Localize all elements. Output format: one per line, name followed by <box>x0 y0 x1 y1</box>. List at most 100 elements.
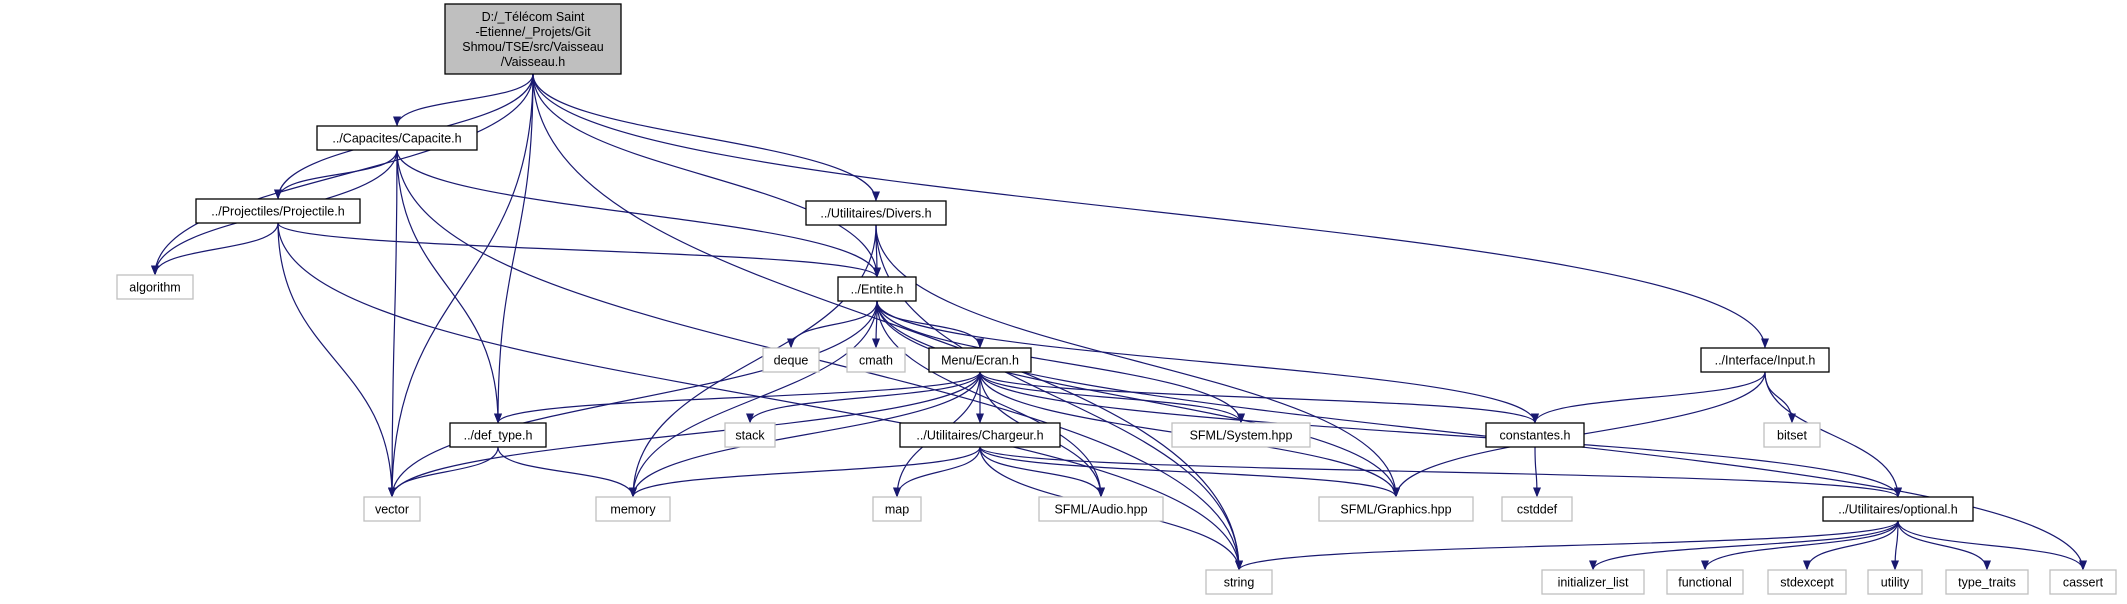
node-algorithm: algorithm <box>116 274 194 300</box>
node-map-label: map <box>885 502 909 516</box>
edge-divers-to-graphics <box>875 224 1400 498</box>
edge-optional-to-initializer_list <box>1589 520 1899 571</box>
node-capacite-label: ../Capacites/Capacite.h <box>332 131 461 145</box>
node-audio-box <box>1038 496 1164 522</box>
node-projectile-box <box>195 198 361 224</box>
edge-divers-to-memory <box>629 224 877 498</box>
edge-menu-to-constantes <box>979 371 1539 424</box>
node-input-label: ../Interface/Input.h <box>1715 353 1816 367</box>
node-map: map <box>872 496 922 522</box>
edge-optional-to-type_traits <box>1897 520 1991 571</box>
node-algorithm-label: algorithm <box>129 280 180 294</box>
node-capacite[interactable]: ../Capacites/Capacite.h <box>316 125 478 151</box>
node-cassert: cassert <box>2049 569 2117 595</box>
node-optional[interactable]: ../Utilitaires/optional.h <box>1822 496 1974 522</box>
edge-projectile-to-vector <box>277 222 396 498</box>
edge-menu-to-optional <box>979 371 1902 498</box>
node-optional-box <box>1822 496 1974 522</box>
node-bitset-box <box>1763 422 1821 448</box>
edge-input-to-optional <box>1764 371 1902 498</box>
node-deftype-box <box>449 422 547 448</box>
node-bitset: bitset <box>1763 422 1821 448</box>
node-vector-box <box>363 496 421 522</box>
node-deque-box <box>762 347 820 373</box>
node-memory-label: memory <box>610 502 656 516</box>
edge-input-to-constantes <box>1531 371 1766 424</box>
edge-constantes-to-cstddef <box>1532 446 1541 498</box>
edge-projectile-to-algorithm <box>151 222 279 276</box>
edge-entite-to-constantes <box>876 300 1539 424</box>
node-chargeur[interactable]: ../Utilitaires/Chargeur.h <box>899 422 1061 448</box>
node-vector: vector <box>363 496 421 522</box>
edge-menu-to-system <box>979 371 1245 424</box>
node-graphics-label: SFML/Graphics.hpp <box>1340 502 1451 516</box>
node-stack-box <box>724 422 776 448</box>
node-memory-box <box>595 496 671 522</box>
node-audio: SFML/Audio.hpp <box>1038 496 1164 522</box>
node-utility-box <box>1867 569 1923 595</box>
node-root-label: /Vaisseau.h <box>501 55 565 69</box>
node-projectile[interactable]: ../Projectiles/Projectile.h <box>195 198 361 224</box>
node-system-box <box>1171 422 1311 448</box>
node-divers-label: ../Utilitaires/Divers.h <box>820 206 931 220</box>
node-cmath-label: cmath <box>859 353 893 367</box>
node-graphics-box <box>1318 496 1474 522</box>
edges-layer <box>151 73 2087 571</box>
node-functional: functional <box>1666 569 1744 595</box>
node-audio-label: SFML/Audio.hpp <box>1054 502 1147 516</box>
node-chargeur-box <box>899 422 1061 448</box>
edge-optional-to-utility <box>1891 520 1900 571</box>
node-initializer_list-label: initializer_list <box>1558 575 1629 589</box>
edge-chargeur-to-audio <box>979 446 1105 498</box>
node-utility: utility <box>1867 569 1923 595</box>
edge-root-to-algorithm <box>151 73 534 276</box>
node-root-label: Shmou/TSE/src/Vaisseau <box>462 40 604 54</box>
edge-root-to-input <box>532 73 1769 349</box>
node-stdexcept-label: stdexcept <box>1780 575 1834 589</box>
node-cmath: cmath <box>846 347 906 373</box>
nodes-layer: D:/_Télécom Saint-Etienne/_Projets/GitSh… <box>116 3 2117 595</box>
edge-chargeur-to-map <box>893 446 981 498</box>
node-chargeur-label: ../Utilitaires/Chargeur.h <box>916 428 1043 442</box>
edge-entite-to-system <box>876 300 1245 424</box>
node-functional-label: functional <box>1678 575 1732 589</box>
edge-menu-to-vector <box>388 371 981 498</box>
node-cstddef-label: cstddef <box>1517 502 1558 516</box>
node-entite-label: ../Entite.h <box>851 282 904 296</box>
edge-root-to-deftype <box>494 73 534 424</box>
node-deftype[interactable]: ../def_type.h <box>449 422 547 448</box>
node-capacite-box <box>316 125 478 151</box>
node-input-box <box>1700 347 1830 373</box>
node-root[interactable]: D:/_Télécom Saint-Etienne/_Projets/GitSh… <box>444 3 622 75</box>
edge-deftype-to-vector <box>388 446 499 498</box>
edge-entite-to-memory <box>629 300 878 498</box>
node-menu-box <box>928 347 1032 373</box>
node-constantes[interactable]: constantes.h <box>1485 422 1585 448</box>
node-menu[interactable]: Menu/Ecran.h <box>928 347 1032 373</box>
edge-root-to-vector <box>388 73 534 498</box>
node-divers[interactable]: ../Utilitaires/Divers.h <box>805 200 947 226</box>
node-root-box <box>444 3 622 75</box>
node-input[interactable]: ../Interface/Input.h <box>1700 347 1830 373</box>
node-cstddef-box <box>1501 496 1573 522</box>
edge-capacite-to-entite <box>396 149 881 278</box>
node-cstddef: cstddef <box>1501 496 1573 522</box>
node-memory: memory <box>595 496 671 522</box>
edge-chargeur-to-optional <box>979 446 1902 498</box>
node-type_traits-box <box>1945 569 2029 595</box>
node-system: SFML/System.hpp <box>1171 422 1311 448</box>
edge-deftype-to-memory <box>497 446 637 498</box>
node-system-label: SFML/System.hpp <box>1190 428 1293 442</box>
node-deque-label: deque <box>774 353 809 367</box>
node-divers-box <box>805 200 947 226</box>
node-utility-label: utility <box>1881 575 1910 589</box>
edge-optional-to-stdexcept <box>1803 520 1899 571</box>
node-entite[interactable]: ../Entite.h <box>837 276 917 302</box>
node-map-box <box>872 496 922 522</box>
node-string-label: string <box>1224 575 1255 589</box>
node-menu-label: Menu/Ecran.h <box>941 353 1019 367</box>
node-optional-label: ../Utilitaires/optional.h <box>1838 502 1958 516</box>
edge-capacite-to-vector <box>388 149 398 498</box>
edge-optional-to-functional <box>1701 520 1899 571</box>
edge-entite-to-graphics <box>876 300 1400 498</box>
